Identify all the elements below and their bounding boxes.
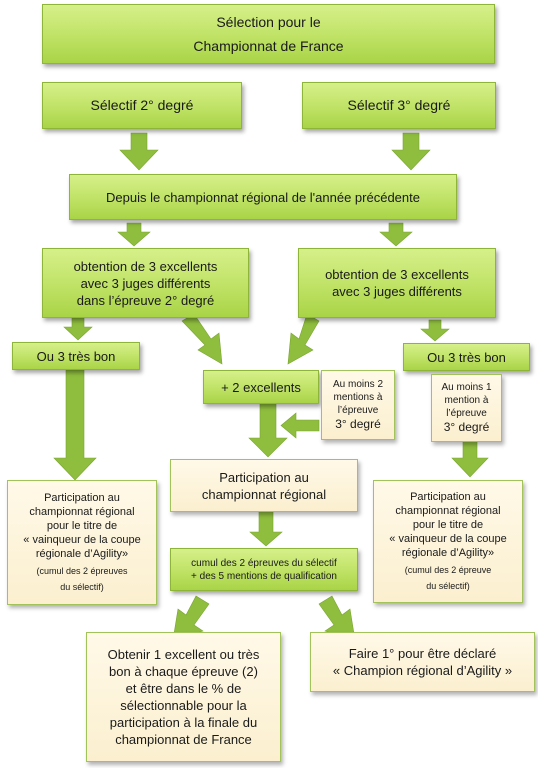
faire-box: Faire 1° pour être déclaré « Champion ré… xyxy=(310,632,535,692)
arrow-obtention-right-to-ou3 xyxy=(420,319,450,342)
plus2-box: + 2 excellents xyxy=(203,370,319,404)
depuis-box: Depuis le championnat régional de l'anné… xyxy=(69,174,457,220)
faire-line-2: « Champion régional d’Agility » xyxy=(332,663,513,678)
mention-1-line-2: mention à xyxy=(444,395,489,406)
ou3-left-box: Ou 3 très bon xyxy=(12,342,140,370)
plus2-label: + 2 excellents xyxy=(221,379,301,395)
mention-2-line-1: Au moins 2 xyxy=(332,379,384,390)
selectif-2-label: Sélectif 2° degré xyxy=(90,97,194,113)
part-right-note-2: du sélectif) xyxy=(426,581,470,591)
obtention-right-box: obtention de 3 excellents avec 3 juges d… xyxy=(298,248,496,318)
mention-1-line-1: Au moins 1 xyxy=(441,382,492,393)
title-box: Sélection pour le Championnat de France xyxy=(42,4,495,64)
arrow-obtention-right-to-plus2 xyxy=(287,313,320,365)
obtenir-line-1: Obtenir 1 excellent ou très xyxy=(107,647,260,662)
title-line-2: Championnat de France xyxy=(193,37,344,54)
arrow-obtention-left-to-ou3 xyxy=(63,317,93,341)
arrow-part-center-to-cumul xyxy=(249,511,283,547)
mention-1-line-3: l’épreuve xyxy=(446,408,487,419)
faire-line-1: Faire 1° pour être déclaré xyxy=(348,646,497,661)
mention-2-box: Au moins 2 mentions à l’épreuve 3° degré xyxy=(321,370,395,440)
mention-1-line-4: 3° degré xyxy=(443,420,490,434)
obtention-right-line-2: avec 3 juges différents xyxy=(332,284,462,299)
part-right-line-5: régionale d’Agility» xyxy=(401,547,495,559)
depuis-label: Depuis le championnat régional de l'anné… xyxy=(106,189,420,205)
part-center-line-2: championnat régional xyxy=(201,486,327,502)
arrow-depuis-to-obtention-left xyxy=(117,222,151,247)
obtenir-box: Obtenir 1 excellent ou très bon à chaque… xyxy=(86,632,281,762)
part-center-line-1: Participation au xyxy=(219,469,309,485)
mention-2-line-3: l’épreuve xyxy=(337,405,379,416)
obtenir-line-6: championnat de France xyxy=(115,732,252,747)
part-left-line-1: Participation au xyxy=(44,492,120,504)
obtention-right-line-1: obtention de 3 excellents xyxy=(325,267,469,282)
mention-2-line-2: mentions à xyxy=(333,392,383,403)
participation-center-box: Participation au championnat régional xyxy=(170,459,358,512)
part-left-note-2: du sélectif) xyxy=(60,582,104,592)
obtention-left-line-2: avec 3 juges différents xyxy=(80,275,211,291)
selectif-3-box: Sélectif 3° degré xyxy=(302,82,496,129)
arrow-selectif2-to-depuis xyxy=(119,132,159,171)
arrow-selectif3-to-depuis xyxy=(391,132,431,171)
part-left-note-1: (cumul des 2 épreuves xyxy=(36,566,128,576)
ou3-right-box: Ou 3 très bon xyxy=(403,343,530,371)
obtenir-line-5: participation à la finale du xyxy=(109,715,258,730)
cumul-line-1: cumul des 2 épreuves du sélectif xyxy=(191,557,337,569)
part-right-line-1: Participation au xyxy=(410,491,486,503)
selectif-2-box: Sélectif 2° degré xyxy=(42,82,242,129)
arrow-mention1-to-part-right xyxy=(451,439,489,478)
obtention-left-line-3: dans l’épreuve 2° degré xyxy=(76,292,215,308)
obtenir-line-4: sélectionnable pour la xyxy=(120,698,247,713)
participation-left-box: Participation au championnat régional po… xyxy=(7,480,157,605)
part-right-line-2: championnat régional xyxy=(395,505,501,517)
obtention-left-box: obtention de 3 excellents avec 3 juges d… xyxy=(42,248,249,318)
ou3-right-label: Ou 3 très bon xyxy=(427,349,506,365)
arrow-plus2-to-part-center xyxy=(248,397,288,458)
obtention-left-line-1: obtention de 3 excellents xyxy=(73,258,218,274)
ou3-left-label: Ou 3 très bon xyxy=(36,348,116,364)
part-left-line-3: pour le titre de xyxy=(46,520,118,532)
participation-right-box: Participation au championnat régional po… xyxy=(373,480,523,603)
cumul-box: cumul des 2 épreuves du sélectif + des 5… xyxy=(170,548,358,591)
title-line-1: Sélection pour le xyxy=(216,13,321,30)
cumul-line-2: + des 5 mentions de qualification xyxy=(191,570,337,582)
part-left-line-5: régionale d’Agility» xyxy=(35,548,129,560)
part-left-line-2: championnat régional xyxy=(29,506,135,518)
arrow-mention2-to-flow xyxy=(280,412,320,439)
arrow-ou3-left-to-participation xyxy=(53,369,97,481)
arrow-obtention-left-to-plus2 xyxy=(181,313,223,365)
arrow-cumul-to-faire xyxy=(318,595,356,641)
part-right-line-3: pour le titre de xyxy=(412,519,484,531)
obtenir-line-2: bon à chaque épreuve (2) xyxy=(109,664,258,679)
selectif-3-label: Sélectif 3° degré xyxy=(347,97,451,113)
mention-1-box: Au moins 1 mention à l’épreuve 3° degré xyxy=(431,374,502,442)
part-right-line-4: « vainqueur de la coupe xyxy=(389,533,507,545)
mention-2-line-4: 3° degré xyxy=(335,417,381,431)
part-left-line-4: « vainqueur de la coupe xyxy=(23,534,141,546)
arrow-depuis-to-obtention-right xyxy=(379,222,413,247)
obtenir-line-3: et être dans le % de xyxy=(125,681,242,696)
part-right-note-1: (cumul des 2 épreuve xyxy=(404,565,492,575)
